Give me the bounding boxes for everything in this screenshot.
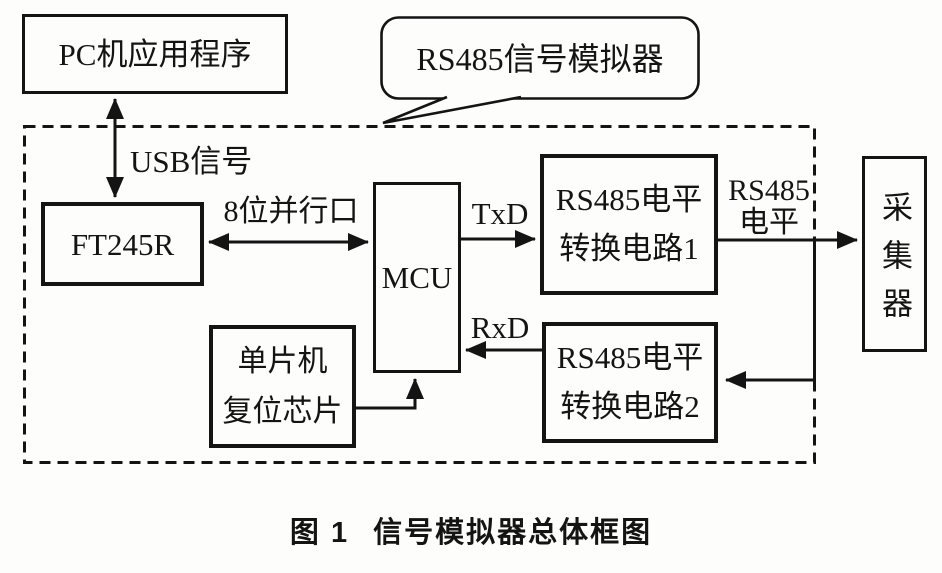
block-collector: 采集器 — [862, 156, 927, 352]
reset-to-mcu-arrow — [356, 378, 424, 410]
callout-bubble-shape — [380, 16, 700, 125]
figure-caption-number: 图 1 — [289, 517, 350, 549]
block-ft245r-label: FT245R — [70, 226, 175, 262]
block-mcu-label: MCU — [381, 260, 453, 295]
callout-bubble-label: RS485信号模拟器 — [416, 41, 664, 77]
figure-caption-title: 信号模拟器总体框图 — [373, 517, 653, 549]
block-mcu-reset-chip: 单片机 复位芯片 — [209, 325, 356, 448]
rs485-return-arrow — [725, 241, 816, 389]
figure-caption: 图 1 信号模拟器总体框图 — [0, 509, 942, 551]
block-rs485-converter-2-line1: RS485电平 — [556, 340, 704, 376]
rxd-label: RxD — [470, 310, 530, 345]
block-ft245r: FT245R — [41, 202, 204, 286]
rs485-level-label-line1: RS485 — [728, 174, 810, 207]
block-pc-application: PC机应用程序 — [22, 14, 288, 94]
block-rs485-converter-1-line2: 转换电路1 — [559, 230, 699, 266]
usb-signal-label: USB信号 — [130, 144, 253, 179]
block-rs485-converter-1-line1: RS485电平 — [555, 182, 703, 218]
block-pc-application-label: PC机应用程序 — [58, 36, 252, 72]
block-rs485-converter-2: RS485电平 转换电路2 — [542, 322, 718, 443]
block-mcu: MCU — [373, 182, 461, 373]
block-mcu-reset-chip-line1: 单片机 — [237, 345, 328, 378]
rs485-level-label-line2: 电平 — [739, 205, 799, 239]
block-mcu-reset-chip-line2: 复位芯片 — [222, 394, 343, 428]
block-rs485-converter-2-line2: 转换电路2 — [560, 388, 700, 424]
rs485-level-label: RS485 电平 — [720, 175, 818, 238]
block-rs485-converter-1: RS485电平 转换电路1 — [540, 154, 718, 295]
block-collector-label: 采集器 — [877, 190, 912, 335]
txd-label: TxD — [471, 196, 529, 231]
parallel-port-label: 8位并行口 — [223, 195, 359, 228]
